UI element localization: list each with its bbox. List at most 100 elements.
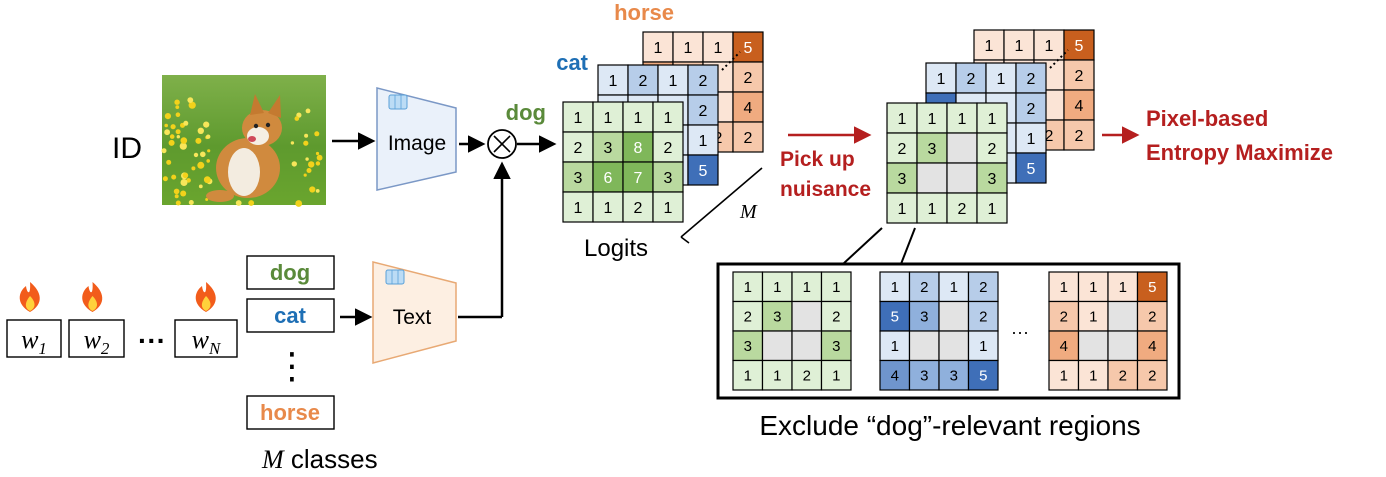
logit-value: 1 — [604, 110, 613, 127]
logit-value: 1 — [958, 111, 967, 128]
logit-cell — [938, 300, 970, 332]
logit-value: 2 — [744, 130, 753, 147]
token-box — [174, 319, 238, 358]
logit-value: 1 — [1045, 38, 1054, 55]
logit-value: 1 — [979, 338, 987, 355]
class-label: cat — [274, 303, 306, 328]
fire-icon — [82, 282, 103, 312]
logit-value: 2 — [803, 368, 811, 385]
logit-value: 3 — [664, 170, 673, 187]
logit-cell — [946, 162, 978, 194]
logit-value: 1 — [1089, 368, 1097, 385]
logit-value: 1 — [1060, 368, 1068, 385]
frozen-icon — [388, 94, 408, 110]
logit-value: 1 — [1027, 131, 1036, 148]
logit-value: 3 — [832, 338, 840, 355]
logit-cell — [1015, 122, 1047, 154]
token-ellipsis: ··· — [138, 325, 166, 356]
logit-cell — [1063, 29, 1095, 61]
logit-cell — [597, 64, 629, 96]
logit-cell — [1063, 119, 1095, 151]
logit-cell — [732, 121, 764, 153]
logit-cell — [967, 300, 999, 332]
logit-value: 4 — [744, 100, 753, 117]
logit-value: 1 — [803, 279, 811, 296]
logit-value: 1 — [773, 279, 781, 296]
logit-cell — [592, 191, 624, 223]
logit-value: 5 — [744, 40, 753, 57]
logit-value: 1 — [985, 38, 994, 55]
logit-value: 5 — [1027, 161, 1036, 178]
logit-value: 1 — [714, 40, 723, 57]
logit-cell — [1063, 89, 1095, 121]
token-label: w2 — [84, 325, 110, 358]
logit-cell — [938, 330, 970, 362]
logit-value: 2 — [958, 201, 967, 218]
logit-value: 4 — [1060, 338, 1068, 355]
logit-value: 3 — [988, 171, 997, 188]
logit-cell — [879, 271, 911, 303]
input-image — [161, 75, 326, 207]
logit-cell — [791, 330, 823, 362]
logit-value: 2 — [1075, 128, 1084, 145]
logit-value: 2 — [920, 279, 928, 296]
multiply-operator — [487, 129, 517, 159]
logit-value: 2 — [1148, 368, 1156, 385]
logit-cell — [791, 271, 823, 303]
logit-cell — [967, 359, 999, 391]
logit-cell — [791, 359, 823, 391]
logit-value: 1 — [1015, 38, 1024, 55]
logit-value: 1 — [898, 111, 907, 128]
logit-value: 4 — [1148, 338, 1156, 355]
logit-cell — [1107, 300, 1139, 332]
logit-value: 1 — [654, 40, 663, 57]
logit-cell — [732, 300, 764, 332]
logits-label-cat: cat — [556, 50, 588, 75]
token-label: w1 — [21, 325, 47, 358]
logit-cell — [562, 101, 594, 133]
logit-value: 1 — [1060, 279, 1068, 296]
logit-cell — [967, 271, 999, 303]
logit-value: 1 — [891, 338, 899, 355]
text-encoder-label: Text — [393, 306, 432, 329]
fire-icon — [195, 282, 216, 312]
logit-cell — [967, 330, 999, 362]
logit-value: 1 — [684, 40, 693, 57]
logit-cell — [592, 161, 624, 193]
classes-caption: M classes — [261, 444, 378, 472]
logit-value: 3 — [920, 309, 928, 326]
logit-value: 2 — [574, 140, 583, 157]
logit-cell — [976, 192, 1008, 224]
pickup-label-line1: Pick up — [780, 148, 855, 171]
prompt-token: w1 — [6, 282, 62, 358]
logit-value: 1 — [891, 279, 899, 296]
logit-value: 1 — [604, 200, 613, 217]
prompt-token: w2 — [68, 282, 125, 358]
logit-value: 1 — [669, 73, 678, 90]
logit-cell — [886, 132, 918, 164]
logit-cell — [791, 300, 823, 332]
id-label: ID — [112, 132, 142, 165]
logit-value: 5 — [1075, 38, 1084, 55]
logit-cell — [879, 300, 911, 332]
logit-value: 1 — [1089, 279, 1097, 296]
class-box-dog: dog — [246, 255, 335, 290]
logit-value: 1 — [898, 201, 907, 218]
output-label-line2: Entropy Maximize — [1146, 140, 1333, 165]
logit-cell — [976, 162, 1008, 194]
logit-value: 4 — [891, 368, 899, 385]
logit-value: 1 — [664, 110, 673, 127]
logit-value: 2 — [1119, 368, 1127, 385]
logit-cell — [879, 330, 911, 362]
output-label-line1: Pixel-based — [1146, 106, 1268, 131]
logit-value: 1 — [937, 71, 946, 88]
logit-value: 1 — [634, 110, 643, 127]
pickup-label-line2: nuisance — [780, 178, 871, 201]
logit-value: 3 — [574, 170, 583, 187]
nuisance-logits-stack: 11152422121252151111232331121 — [886, 29, 1095, 224]
logits-caption: Logits — [584, 235, 648, 262]
logit-cell — [1048, 359, 1080, 391]
